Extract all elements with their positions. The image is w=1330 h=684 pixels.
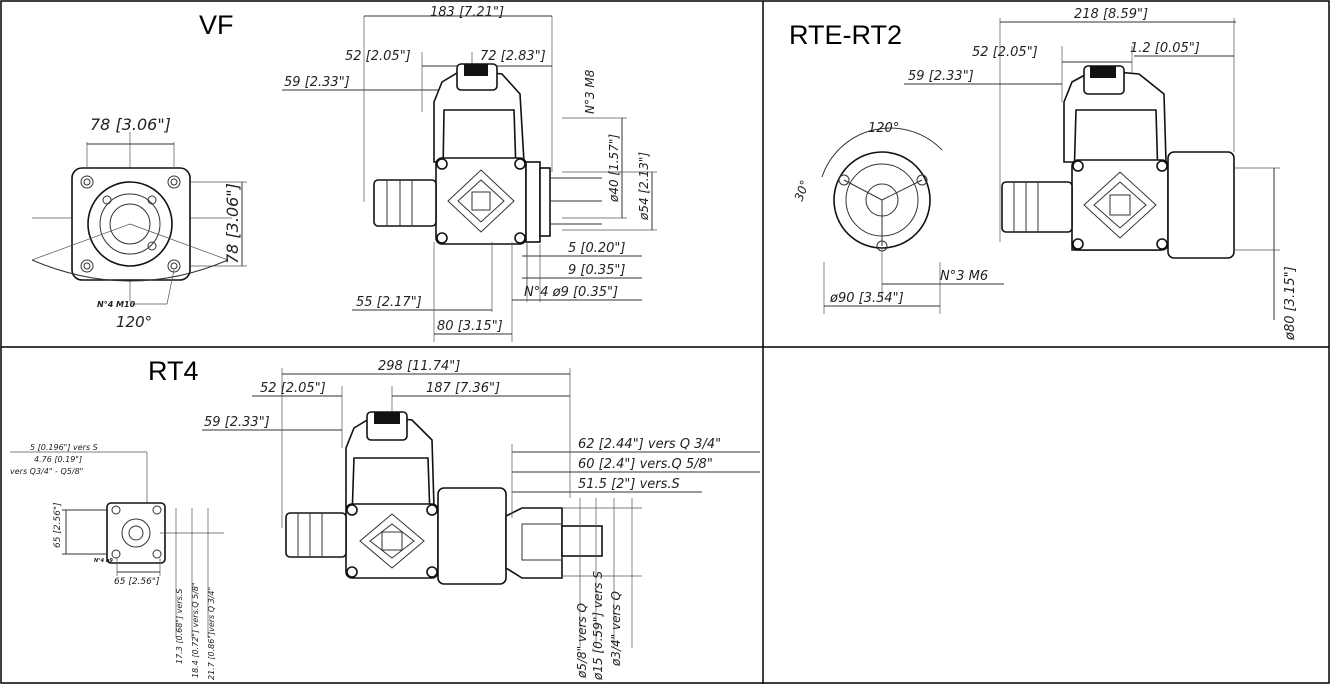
panel-vf: VF — [2, 2, 762, 346]
dim-59: 59 [2.33"] — [204, 415, 270, 430]
angle-30: 30° — [792, 178, 812, 203]
rte-side-view — [904, 18, 1280, 320]
dim-78-horizontal: 78 [3.06"] — [90, 115, 171, 134]
dim-18-4: 18.4 [0.72"] vers.Q 5/8" — [191, 582, 200, 678]
angle-120: 120° — [868, 121, 899, 136]
dim-d15: ø15 [0.59"] vers S — [591, 571, 605, 681]
dim-183: 183 [7.21"] — [430, 5, 504, 20]
dim-d40: ø40 [1.57"] — [607, 134, 621, 203]
panel-rt4: RT4 — [2, 348, 762, 682]
label-m6: N°3 M6 — [940, 269, 988, 284]
vf-side-view — [282, 15, 657, 342]
dim-218: 218 [8.59"] — [1074, 7, 1148, 22]
label-n4-d9: N°4 ø9 [0.35"] — [524, 285, 618, 300]
dim-298: 298 [11.74"] — [378, 359, 460, 374]
dim-55: 55 [2.17"] — [356, 295, 422, 310]
dim-80: 80 [3.15"] — [437, 319, 503, 334]
panel-title: RT4 — [148, 356, 199, 386]
dim-65-horizontal: 65 [2.56"] — [114, 577, 160, 587]
panel-title: VF — [199, 10, 234, 40]
label-n4-d9: N°4 ø9 — [94, 558, 113, 564]
dim-60: 60 [2.4"] vers.Q 5/8" — [578, 457, 713, 472]
dim-51-5: 51.5 [2"] vers.S — [578, 477, 680, 492]
rt4-flange-view — [10, 451, 224, 638]
vf-flange-front-view — [31, 132, 247, 305]
dim-1-2: 1.2 [0.05"] — [1130, 41, 1200, 56]
dim-52: 52 [2.05"] — [345, 49, 411, 64]
dim-21-7: 21.7 [0.86"]vers Q 3/4" — [207, 587, 216, 680]
vf-drawing: 183 [7.21"] 52 [2.05"] 72 [2.83"] 59 [2.… — [31, 5, 657, 342]
dim-4-76: 4.76 [0.19"] — [34, 455, 82, 464]
dim-65-vertical: 65 [2.56"] — [53, 502, 63, 548]
angle-120: 120° — [116, 313, 152, 331]
dim-59: 59 [2.33"] — [284, 75, 350, 90]
dim-d80: ø80 [3.15"] — [1283, 266, 1298, 341]
rt4-drawing: 298 [11.74"] 52 [2.05"] 187 [7.36"] 59 [… — [10, 359, 760, 681]
dim-5: 5 [0.20"] — [568, 241, 625, 256]
panel-empty — [764, 348, 1328, 682]
dim-17-3: 17.3 [0.68"] vers.S — [175, 589, 184, 664]
rte-drawing: 218 [8.59"] 52 [2.05"] 1.2 [0.05"] 59 [2… — [792, 7, 1298, 341]
dim-62: 62 [2.44"] vers Q 3/4" — [578, 437, 721, 452]
dim-72: 72 [2.83"] — [480, 49, 546, 64]
dim-d3-4: ø3/4" vers Q — [609, 591, 623, 667]
label-m8: N°3 M8 — [583, 69, 597, 114]
rt4-side-view — [202, 368, 760, 648]
dim-52: 52 [2.05"] — [972, 45, 1038, 60]
dim-59: 59 [2.33"] — [908, 69, 974, 84]
rte-front-view — [821, 127, 1004, 314]
dim-5-vers-s: 5 [0.196"] vers S — [30, 443, 98, 452]
dim-d54: ø54 [2.13"] — [637, 152, 651, 221]
dim-52: 52 [2.05"] — [260, 381, 326, 396]
dim-vers-q: vers Q3/4" - Q5/8" — [10, 467, 83, 476]
dim-187: 187 [7.36"] — [426, 381, 500, 396]
panel-title: RTE-RT2 — [789, 20, 903, 50]
dim-d90: ø90 [3.54"] — [829, 291, 904, 306]
dim-9: 9 [0.35"] — [568, 263, 625, 278]
panel-rte-rt2: RTE-RT2 — [764, 2, 1328, 346]
dim-d5-8: ø5/8" vers Q — [575, 603, 589, 679]
label-m10: N°4 M10 — [97, 300, 136, 309]
dim-78-vertical: 78 [3.06"] — [223, 183, 242, 264]
